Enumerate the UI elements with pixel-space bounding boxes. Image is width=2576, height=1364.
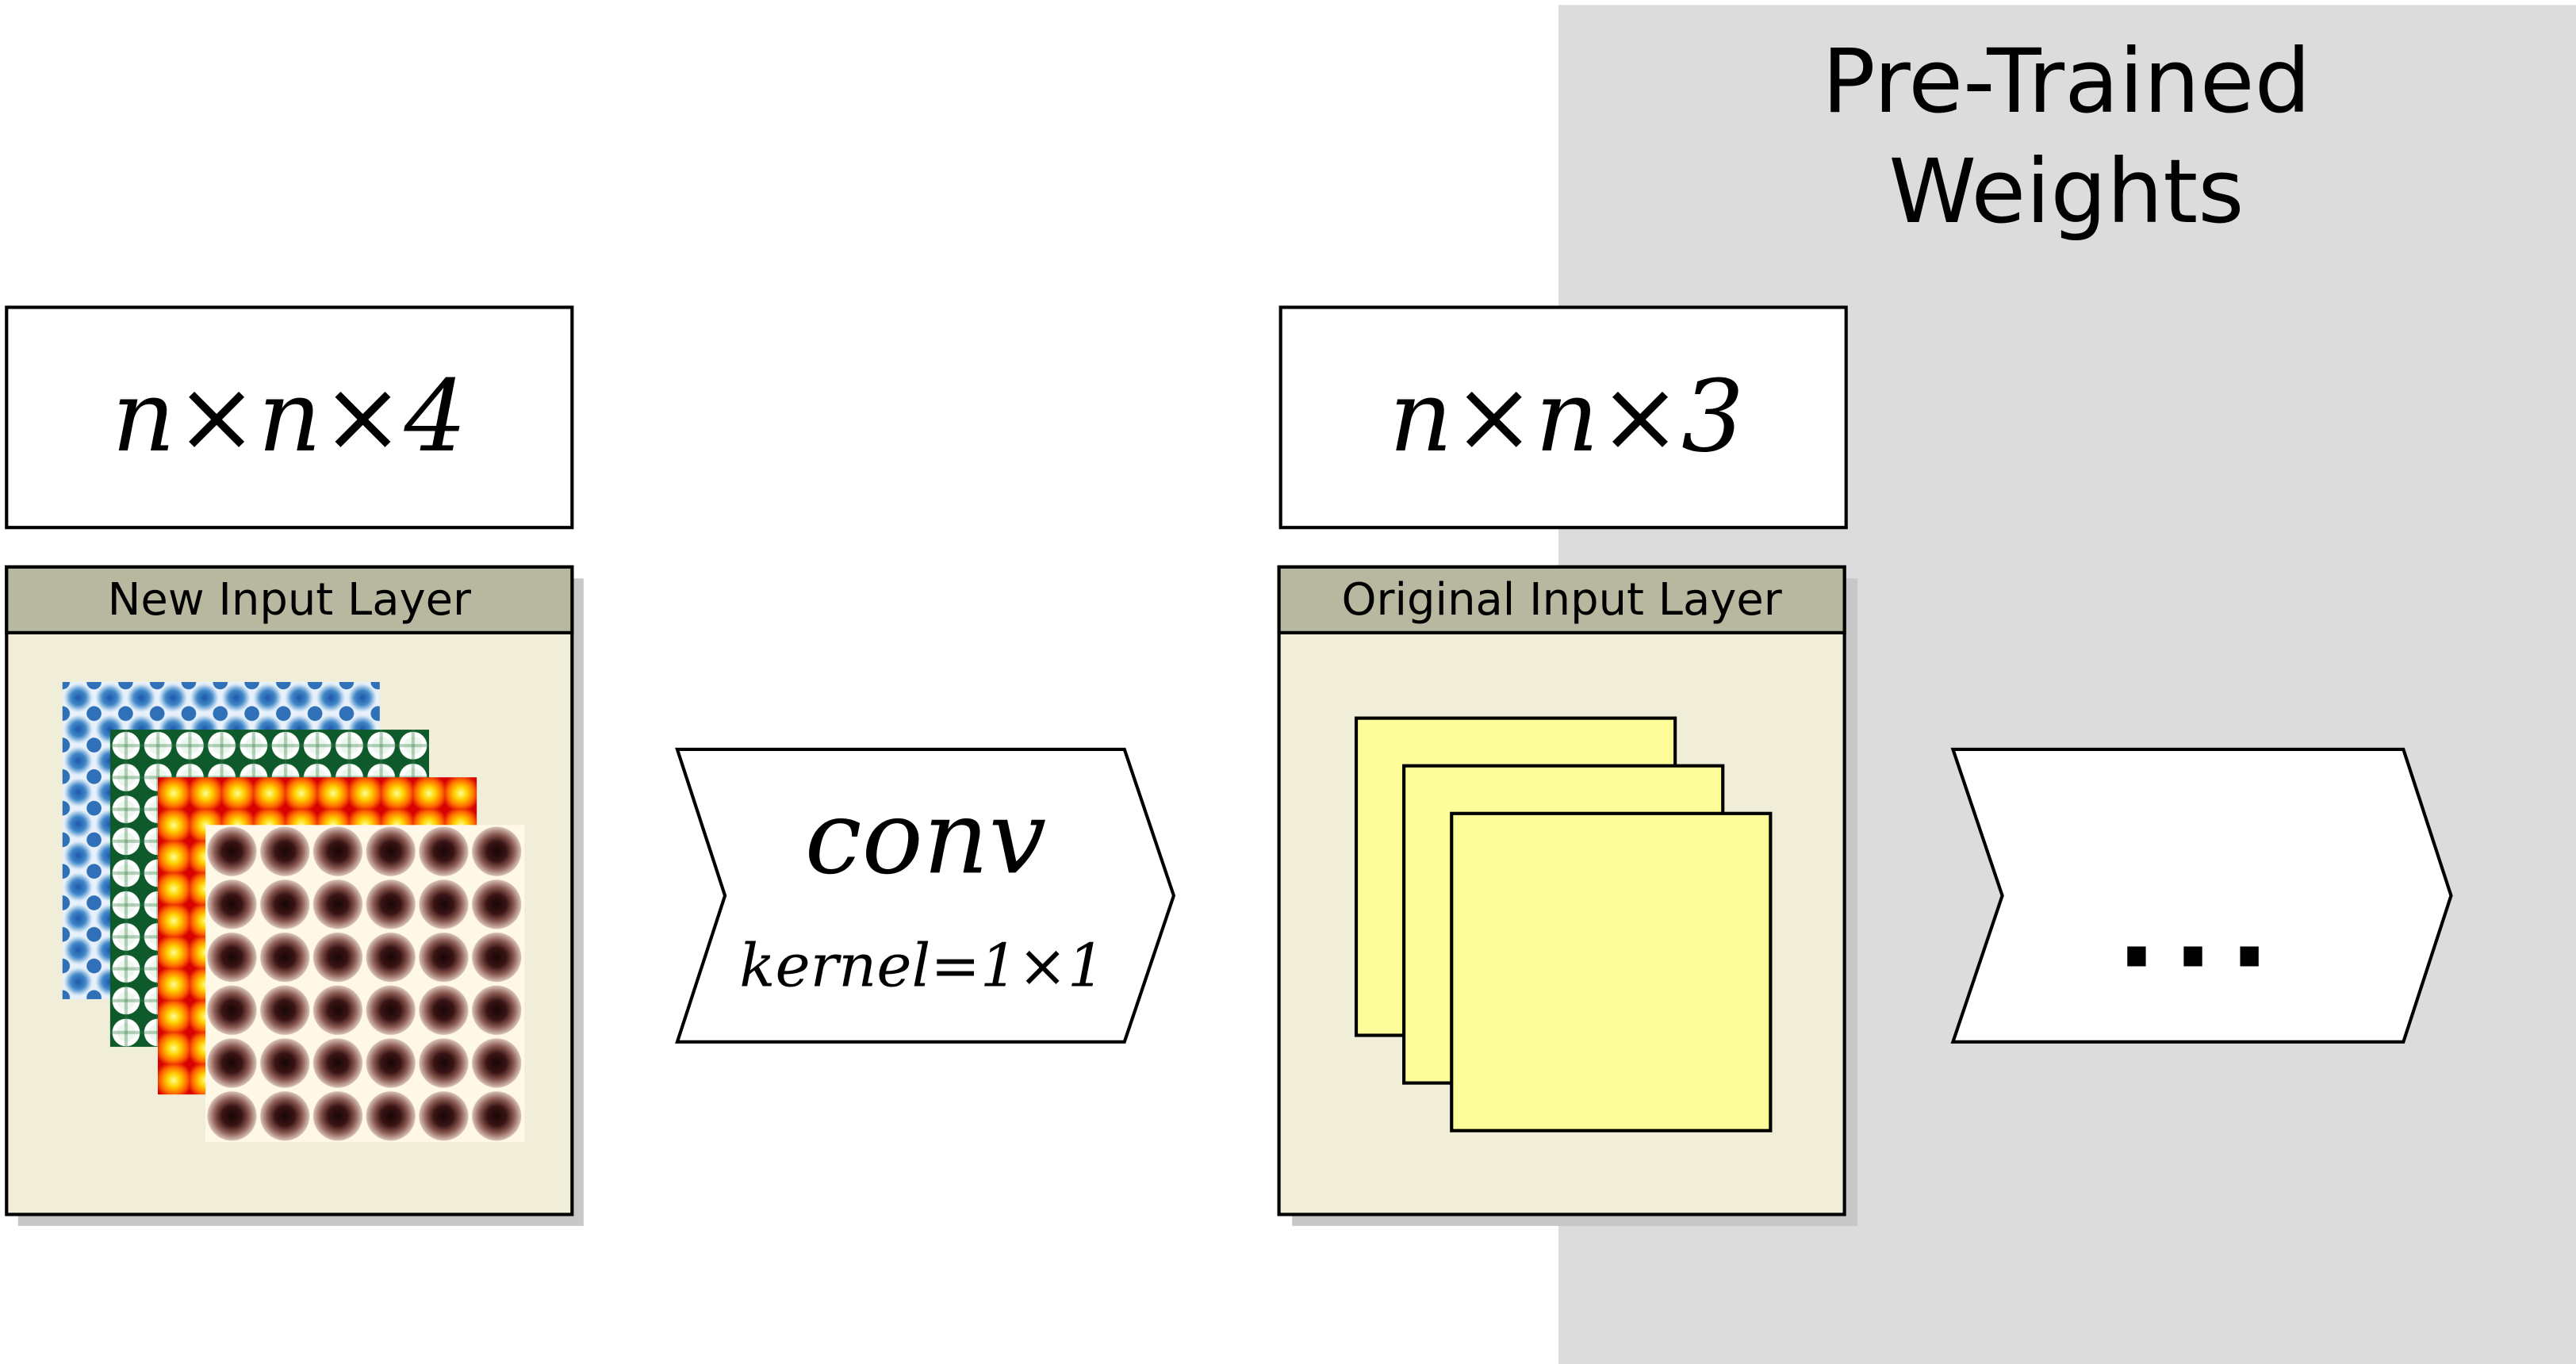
pretrained-title-line2: Weights [1888,140,2244,243]
new-input-block: n×n×4 New Input Layer [5,305,584,1226]
new-input-shape-label: n×n×4 [112,360,467,474]
continuation-label: ... [2117,870,2286,992]
continuation-arrow-shape [1950,747,2453,1044]
conv-kernel-label: kernel=1×1 [739,931,1105,1000]
original-input-block: n×n×3 Original Input Layer [1277,305,1858,1226]
continuation-step: ... [1950,747,2453,1044]
new-input-layer-title: New Input Layer [108,574,471,626]
original-input-shape-label: n×n×3 [1389,360,1744,474]
conv-arrow-shape [675,747,1176,1044]
pretrained-title-line1: Pre-Trained [1822,30,2310,133]
original-input-shape-box [1278,305,1848,530]
original-channel-3 [1450,811,1773,1132]
original-input-layer-title: Original Input Layer [1341,574,1781,626]
original-input-layer-header [1277,565,1846,634]
conv-step: conv kernel=1×1 [675,747,1176,1044]
new-input-layer-header [5,565,574,634]
conv-op-label: conv [805,779,1047,897]
input-channel-brown [205,825,525,1143]
new-input-shape-box [5,305,574,530]
